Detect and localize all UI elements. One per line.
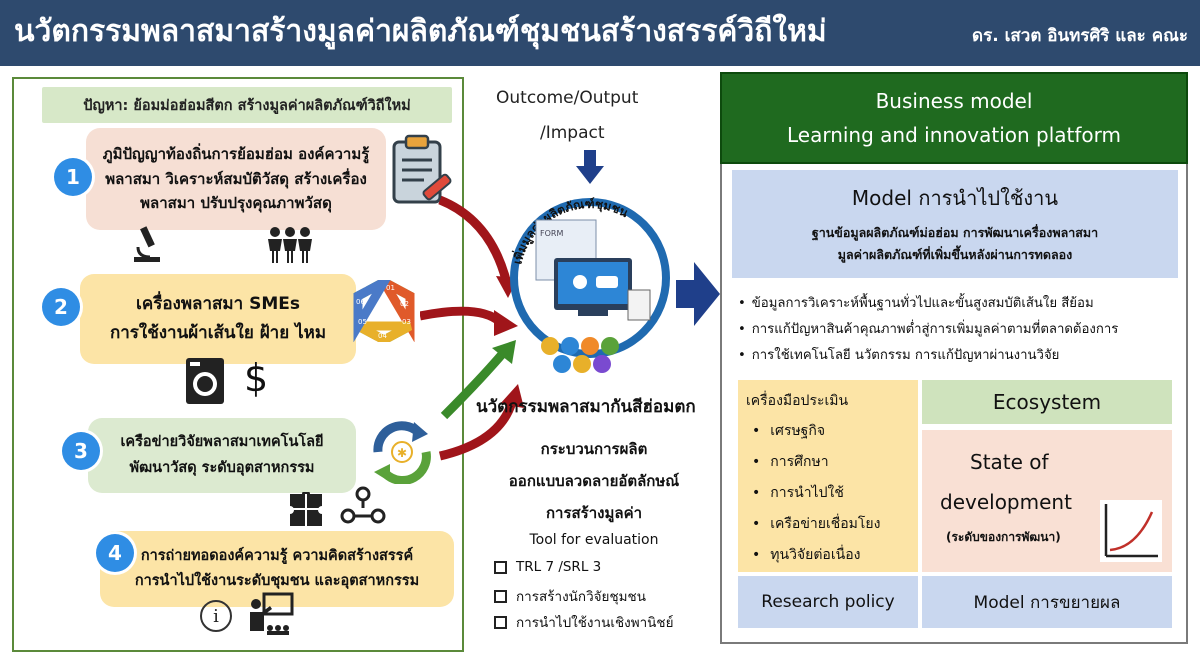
process-line-1: กระบวนการผลิต xyxy=(540,440,648,458)
step-4-line-1: การถ่ายทอดองค์ความรู้ ความคิดสร้างสรรค์ xyxy=(140,547,414,564)
down-arrow-icon xyxy=(576,150,604,184)
step-3-line-2: พัฒนาวัสดุ ระดับอุตสาหกรรม xyxy=(129,459,315,476)
bm-line-2: Learning and innovation platform xyxy=(786,123,1122,147)
eval-item-5: ทุนวิจัยต่อเนื่อง xyxy=(752,544,860,566)
growth-curve-icon xyxy=(1100,500,1162,562)
tool-evaluation-title: Tool for evaluation xyxy=(529,532,659,548)
innovation-platform-graphic: เพิ่มมูลค่าผลิตภัณฑ์ชุมชน FORM xyxy=(510,197,670,373)
step-3-badge: 3 xyxy=(62,432,100,470)
step-3-line-1: เครือข่ายวิจัยพลาสมาเทคโนโลยี xyxy=(120,434,324,451)
outcome-label-line1: Outcome/Output xyxy=(496,88,639,108)
process-line-2: ออกแบบลวดลายอัตลักษณ์ xyxy=(508,472,680,490)
svg-text:✱: ✱ xyxy=(397,446,407,460)
evaluation-box xyxy=(738,380,918,572)
step-2-badge: 2 xyxy=(42,288,80,326)
cycle-label-03: 03 xyxy=(402,318,411,326)
step-1-line-3: พลาสมา ปรับปรุงคุณภาพวัสดุ xyxy=(140,194,332,213)
model-usage-sub-2: มูลค่าผลิตภัณฑ์ที่เพิ่มขึ้นหลังผ่านการทด… xyxy=(837,247,1073,262)
cycle-label-02: 02 xyxy=(400,300,409,308)
step-2-line-1: เครื่องพลาสมา SMEs xyxy=(136,294,300,315)
state-line-3: (ระดับของการพัฒนา) xyxy=(946,530,1061,544)
step-4-line-2: การนำไปใช้งานระดับชุมชน และอุตสาหกรรม xyxy=(134,573,420,589)
checkbox-icon xyxy=(494,560,507,574)
header-bar xyxy=(0,0,1200,66)
innovation-title: นวัตกรรมพลาสมากันสีฮ่อมตก xyxy=(476,397,696,417)
cycle-hexagon-icon: 01 02 03 04 05 06 xyxy=(353,280,415,342)
puzzle-icon xyxy=(290,492,322,526)
research-policy-box: Research policy xyxy=(738,576,918,628)
step-1-line-2: พลาสมา วิเคราะห์สมบัติวัสดุ สร้างเครื่อง xyxy=(105,169,367,188)
model-usage-sub-1: ฐานข้อมูลผลิตภัณฑ์ม่อฮ่อม การพัฒนาเครื่อ… xyxy=(811,224,1099,240)
bm-line-1: Business model xyxy=(875,89,1033,113)
checkbox-icon xyxy=(494,615,507,629)
state-line-1: State of xyxy=(970,450,1049,474)
microscope-icon xyxy=(134,226,160,262)
eval-item-2: การศึกษา xyxy=(752,451,828,473)
tool-item-1: TRL 7 /SRL 3 xyxy=(494,559,601,575)
step-3-box: เครือข่ายวิจัยพลาสมาเทคโนโลยี พัฒนาวัสดุ… xyxy=(88,418,356,493)
tool-item-2-label: การสร้างนักวิจัยชุมชน xyxy=(516,589,646,605)
outcome-label-line2: /Impact xyxy=(540,123,605,143)
business-model-header: Business model Learning and innovation p… xyxy=(720,72,1188,164)
tool-item-2: การสร้างนักวิจัยชุมชน xyxy=(494,585,646,607)
recycle-arrows-icon: ✱ xyxy=(373,421,431,484)
evaluation-title: เครื่องมือประเมิน xyxy=(746,393,849,409)
info-icon: i xyxy=(200,600,232,632)
dollar-icon: $ xyxy=(244,356,269,400)
form-label: FORM xyxy=(540,229,563,238)
tool-item-1-label: TRL 7 /SRL 3 xyxy=(516,559,602,575)
cycle-label-06: 06 xyxy=(356,298,365,306)
tool-item-3-label: การนำไปใช้งานเชิงพานิชย์ xyxy=(516,615,674,631)
network-people-icon xyxy=(340,486,386,524)
bullet-3: การใช้เทคโนโลยี นวัตกรรม การแก้ปัญหาผ่าน… xyxy=(738,344,1060,365)
eval-item-3: การนำไปใช้ xyxy=(752,482,844,504)
bullet-2: การแก้ปัญหาสินค้าคุณภาพต่ำสู่การเพิ่มมูล… xyxy=(738,318,1119,339)
authors-label: ดร. เสวต อินทรศิริ และ คณะ xyxy=(972,26,1188,46)
people-group-icon xyxy=(268,227,312,263)
step-1-box: ภูมิปัญญาท้องถิ่นการย้อมฮ่อม องค์ความรู้… xyxy=(86,128,386,230)
model-expansion-box: Model การขยายผล xyxy=(922,576,1172,628)
process-line-3: การสร้างมูลค่า xyxy=(545,504,643,522)
step-1-badge: 1 xyxy=(54,158,92,196)
step-2-line-2: การใช้งานผ้าเส้นใย ฝ้าย ไหม xyxy=(109,323,327,343)
bullet-1: ข้อมูลการวิเคราะห์พื้นฐานทั่วไปและขั้นสู… xyxy=(738,292,1094,313)
problem-banner: ปัญหา: ย้อมม่อฮ่อมสีตก สร้างมูลค่าผลิตภั… xyxy=(42,87,452,123)
right-arrow-icon xyxy=(676,262,720,326)
tool-item-3: การนำไปใช้งานเชิงพานิชย์ xyxy=(494,611,673,633)
washing-machine-icon xyxy=(186,358,224,404)
step-4-badge: 4 xyxy=(96,534,134,572)
checkbox-icon xyxy=(494,589,507,603)
model-usage-box: Model การนำไปใช้งาน ฐานข้อมูลผลิตภัณฑ์ม่… xyxy=(732,170,1178,278)
model-usage-title: Model การนำไปใช้งาน xyxy=(851,185,1059,210)
eval-item-4: เครือข่ายเชื่อมโยง xyxy=(752,513,880,535)
cycle-label-01: 01 xyxy=(386,284,395,292)
ecosystem-box: Ecosystem xyxy=(922,380,1172,424)
step-1-line-1: ภูมิปัญญาท้องถิ่นการย้อมฮ่อม องค์ความรู้ xyxy=(102,144,370,163)
cycle-label-05: 05 xyxy=(358,318,367,326)
step-2-box: เครื่องพลาสมา SMEs การใช้งานผ้าเส้นใย ฝ้… xyxy=(80,274,356,364)
cycle-label-04: 04 xyxy=(378,332,387,340)
eval-item-1: เศรษฐกิจ xyxy=(752,420,825,442)
clipboard-icon xyxy=(392,134,452,204)
teacher-board-icon xyxy=(250,592,294,635)
state-line-2: development xyxy=(940,490,1072,514)
page-title: นวัตกรรมพลาสมาสร้างมูลค่าผลิตภัณฑ์ชุมชนส… xyxy=(14,14,827,49)
